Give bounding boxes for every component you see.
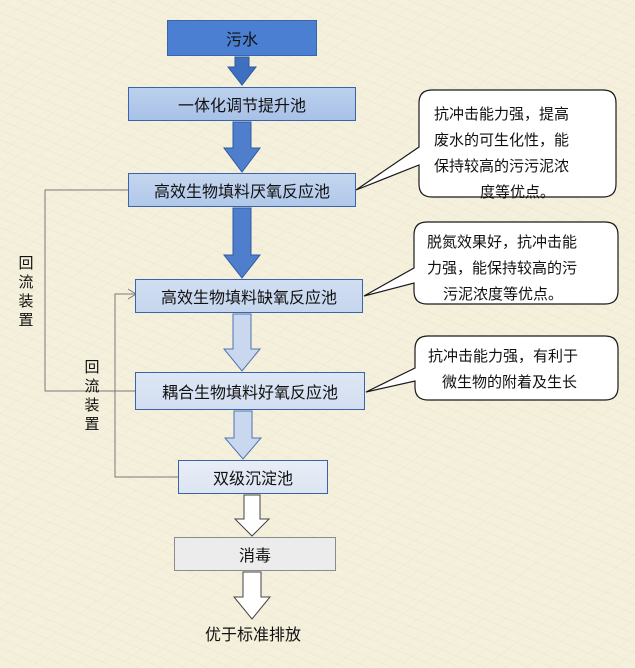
- reflux-char: 流: [18, 273, 34, 291]
- sewage-box: 污水: [167, 20, 317, 56]
- callout-anoxic-text: 脱氮效果好，抗冲击能 力强，能保持较高的污 污泥浓度等优点。: [427, 229, 577, 307]
- regulation-tank-box: 一体化调节提升池: [128, 87, 356, 121]
- reflux-char: 回: [18, 254, 34, 272]
- reflux-char: 流: [84, 377, 100, 395]
- discharge-label: 优于标准排放: [204, 625, 301, 644]
- reflux-char: 置: [18, 311, 34, 329]
- arrow-aerobic-to-sediment: [223, 410, 263, 460]
- callout-line: 力强，能保持较高的污: [427, 259, 578, 277]
- disinfection-box: 消毒: [174, 537, 336, 571]
- reflux-char: 装: [18, 292, 34, 310]
- callout-line: 保持较高的污污泥浓: [434, 157, 570, 175]
- callout-anaerobic-text: 抗冲击能力强，提高 废水的可生化性，能 保持较高的污污泥浓 度等优点。: [434, 101, 569, 205]
- callout-line: 脱氮效果好，抗冲击能: [427, 233, 578, 251]
- callout-bubble-aerobic: [365, 335, 619, 401]
- reflux-char: 置: [84, 415, 100, 433]
- sedimentation-tank-box: 双级沉淀池: [178, 460, 328, 494]
- callout-bubble-anaerobic: [355, 89, 617, 198]
- aerobic-tank-box: 耦合生物填料好氧反应池: [135, 372, 365, 410]
- anaerobic-tank-box: 高效生物填料厌氧反应池: [128, 173, 356, 207]
- inner-reflux-label: 回 流 装 置: [83, 358, 101, 434]
- callout-aerobic-text: 抗冲击能力强，有利于 微生物的附着及生长: [428, 343, 578, 395]
- arrow-anaerobic-to-anoxic: [222, 207, 262, 279]
- inner-reflux-line: [114, 293, 178, 478]
- outer-reflux-label: 回 流 装 置: [17, 254, 35, 330]
- callout-line: 度等优点。: [480, 183, 556, 201]
- callout-line: 废水的可生化性，能: [434, 131, 570, 149]
- reflux-char: 装: [84, 396, 100, 414]
- arrow-anoxic-to-aerobic: [222, 313, 262, 372]
- arrow-disinfection-to-discharge: [232, 571, 272, 620]
- arrow-regulation-to-anaerobic: [223, 121, 261, 173]
- arrow-sediment-to-disinfection: [233, 494, 271, 537]
- outer-reflux-line: [44, 189, 135, 392]
- arrow-sewage-to-regulation: [226, 56, 258, 86]
- callout-line: 污泥浓度等优点。: [443, 285, 564, 303]
- callout-line: 微生物的附着及生长: [442, 373, 578, 391]
- reflux-char: 回: [84, 358, 100, 376]
- callout-line: 抗冲击能力强，提高: [434, 105, 570, 123]
- callout-line: 抗冲击能力强，有利于: [428, 347, 579, 365]
- callout-bubble-anoxic: [363, 221, 619, 305]
- anoxic-tank-box: 高效生物填料缺氧反应池: [135, 279, 363, 313]
